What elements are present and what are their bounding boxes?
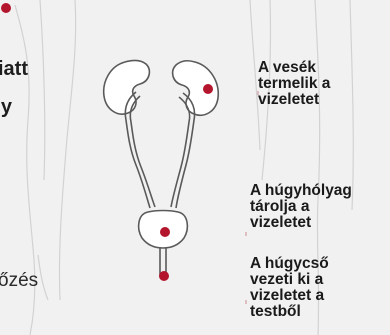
kidneys-label-line: vizeletet xyxy=(258,92,388,108)
urethra-marker-dot xyxy=(159,271,169,281)
urethra-label-line: vizeletet a xyxy=(250,288,370,304)
urethra-label-line: vezeti ki a xyxy=(250,272,370,288)
kidney-marker-dot xyxy=(203,84,213,94)
bladder-label-line: A húgyhólyag xyxy=(250,183,390,199)
cropped-text-fragment-mid: y xyxy=(0,96,12,118)
bladder-label-line: tárolja a xyxy=(250,199,390,215)
urethra-label-line: A húgycső xyxy=(250,256,370,272)
cropped-text-fragment-bottom: őzés xyxy=(0,270,38,292)
bladder-label: A húgyhólyag tárolja a vizeletet xyxy=(250,183,390,231)
kidneys-label-line: termelik a xyxy=(258,76,388,92)
cropped-text-fragment-top: iatt xyxy=(0,58,28,80)
ureters xyxy=(125,92,194,208)
kidneys-label-line: A vesék xyxy=(258,60,388,76)
bladder-marker-dot xyxy=(160,227,170,237)
bladder-label-line: vizeletet xyxy=(250,215,390,231)
urethra-label-line: testből xyxy=(250,304,370,320)
urethra-label: A húgycső vezeti ki a vizeletet a testbő… xyxy=(250,256,370,320)
corner-marker-dot xyxy=(1,3,11,13)
kidneys-label: A vesék termelik a vizeletet xyxy=(258,60,388,108)
